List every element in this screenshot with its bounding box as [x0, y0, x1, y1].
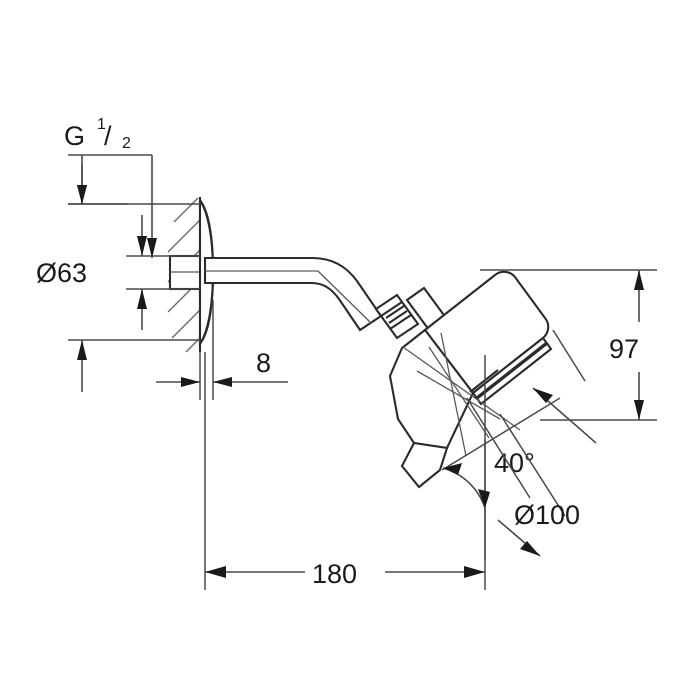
thread-label-base: G: [64, 121, 85, 151]
head-construction-lines: [402, 332, 521, 457]
label-thread-g-half: G 1 / 2: [64, 116, 131, 152]
dimension-angle: [441, 355, 561, 560]
arrow-up-97: [634, 400, 644, 420]
thread-label-denominator: 2: [122, 135, 131, 152]
arrow-up-dia63-outer-bottom: [77, 340, 87, 360]
label-head-diameter: Ø100: [514, 500, 580, 530]
dimension-projection: [204, 352, 486, 590]
knurl-texture: [385, 305, 408, 324]
spray-nozzles: [469, 342, 547, 399]
ball-joint-nut: [374, 293, 420, 340]
arrow-down-dia63-inner-top: [137, 236, 147, 256]
arrow-downright-dia100: [520, 541, 540, 556]
arrow-down-dia63-outer-top: [77, 185, 87, 204]
dimension-head-diameter: [466, 329, 597, 557]
arrow-down-g-thread-right: [147, 238, 157, 258]
label-projection: 180: [312, 559, 357, 589]
label-flange-diameter: Ø63: [36, 258, 87, 288]
arrow-arc-40-right: [478, 489, 490, 508]
inlet-nipple: [168, 254, 204, 291]
label-flange-depth: 8: [256, 348, 271, 378]
arrow-up-dia63-inner-bottom: [137, 289, 147, 309]
dimension-flange-depth: [156, 300, 288, 400]
dimension-height: [480, 269, 657, 421]
thread-label-slash: /: [104, 121, 112, 151]
arrow-upleft-dia100: [533, 388, 553, 403]
arrow-right-180: [464, 566, 485, 578]
dimension-flange-diameter: [68, 165, 200, 392]
shower-head-body: [388, 270, 553, 489]
shower-arm: [203, 256, 383, 332]
thread-label-numerator: 1: [97, 116, 106, 133]
arrow-right-depth8-left: [181, 377, 200, 387]
label-height: 97: [609, 334, 639, 364]
arrow-arc-40-left: [443, 463, 462, 475]
arrow-left-depth8-right: [213, 377, 232, 387]
arrow-down-97: [634, 270, 644, 290]
arrow-left-180: [205, 566, 226, 578]
